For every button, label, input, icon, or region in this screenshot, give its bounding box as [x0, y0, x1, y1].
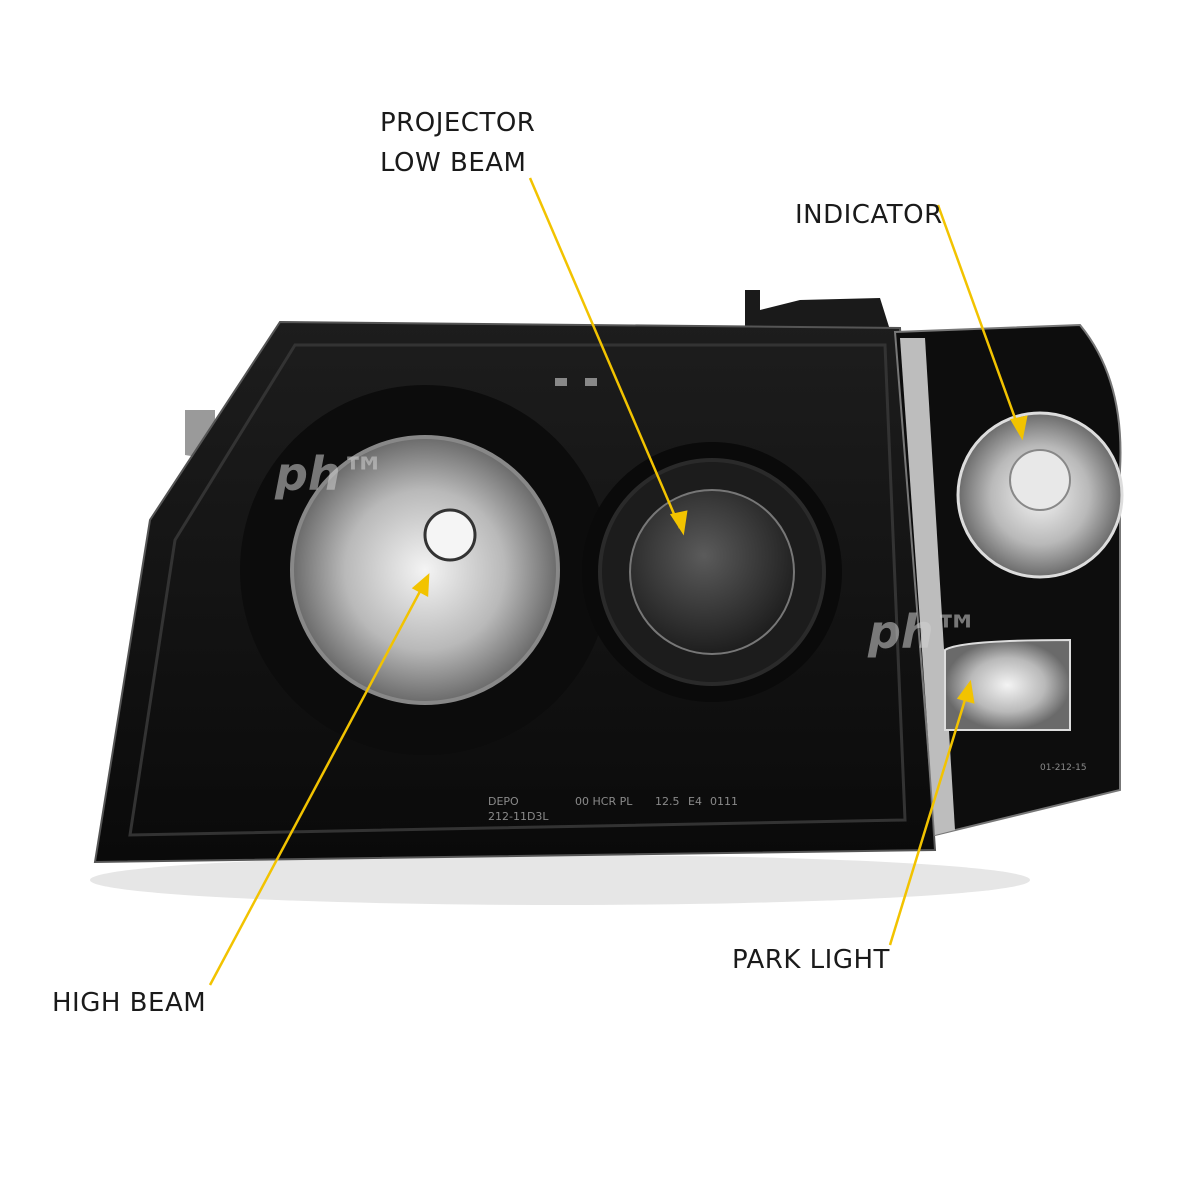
high-beam-leader-line — [208, 581, 427, 986]
park-light-leader-line — [888, 689, 970, 946]
watermark: ph™ — [867, 605, 980, 659]
corner-clear-strip — [900, 338, 955, 835]
lens-marking-approval-no: 0111 — [710, 795, 738, 808]
label-high-beam: HIGH BEAM — [52, 988, 207, 1018]
label-park-light: PARK LIGHT — [732, 945, 890, 975]
arrowhead-icon — [956, 679, 975, 704]
lens-vent — [585, 378, 597, 386]
lens-marking-type: 00 HCR PL — [575, 795, 633, 808]
label-low-beam: LOW BEAM — [380, 148, 527, 178]
connector — [745, 290, 890, 330]
lens-marking-code: 212-11D3L — [488, 810, 549, 823]
arrowhead-icon — [669, 510, 688, 536]
indicator-bulb — [1009, 449, 1071, 511]
label-projector: PROJECTOR — [380, 108, 536, 138]
park-light-reflector — [944, 638, 1071, 731]
watermark: ph™ — [274, 447, 387, 501]
shadow — [90, 855, 1030, 905]
indicator-leader-line — [936, 204, 1022, 433]
projector-lens — [629, 489, 795, 655]
lens-vent — [555, 378, 567, 386]
high-beam-bulb — [423, 508, 477, 562]
lens-edge — [128, 343, 907, 837]
lens-marking-approval: E4 — [688, 795, 702, 808]
arrowhead-icon — [411, 573, 430, 598]
lens-marking-brand: DEPO — [488, 795, 519, 808]
label-indicator: INDICATOR — [795, 200, 943, 230]
projector-leader-line — [528, 177, 682, 529]
corner-marking: 01-212-15 — [1040, 763, 1087, 773]
lens-marking-aim: 12.5 — [655, 795, 680, 808]
arrowhead-icon — [1010, 415, 1028, 441]
high-beam-reflector — [290, 435, 560, 705]
